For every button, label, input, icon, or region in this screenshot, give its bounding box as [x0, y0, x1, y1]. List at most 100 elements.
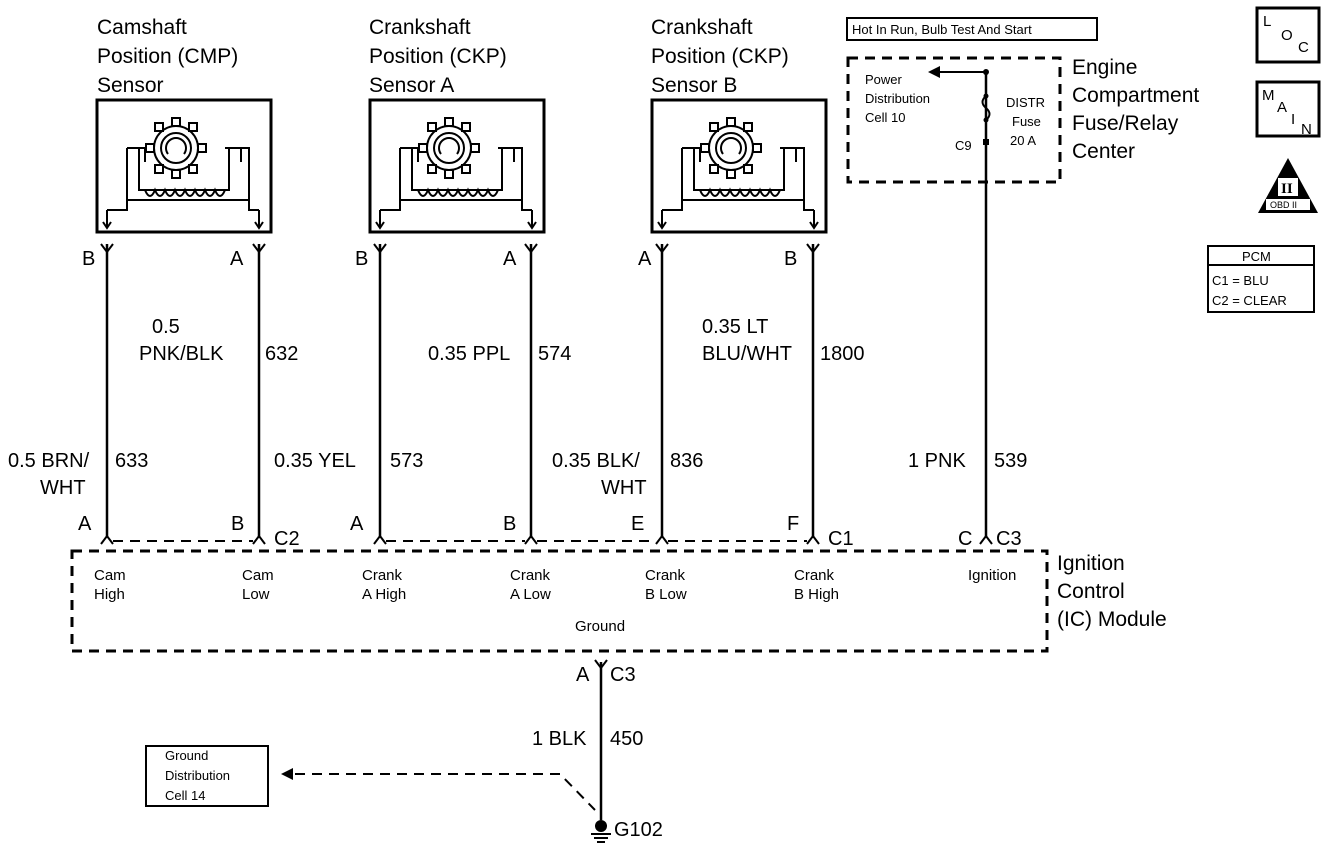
- ckp-a-sensor-title: Crankshaft Position (CKP) Sensor A: [369, 16, 507, 97]
- module-title: Ignition Control (IC) Module: [1057, 552, 1167, 631]
- hot-in-run-label-box: [846, 17, 1098, 41]
- ground-point-dot: [595, 820, 607, 832]
- svg-text:M: M: [1262, 87, 1275, 104]
- svg-text:O: O: [1281, 27, 1293, 44]
- svg-text:OBD II: OBD II: [1270, 200, 1297, 210]
- svg-text:Control: Control: [1057, 580, 1125, 603]
- terminal-ground: Ground: [575, 618, 625, 635]
- reluctor-wheel-icon: [700, 117, 762, 179]
- wire-1800-circuit: 1800: [820, 343, 865, 365]
- wire-segments: [100, 72, 993, 820]
- fuse-icon: [981, 95, 991, 121]
- terminal-cam-high-l2: High: [94, 586, 125, 603]
- svg-text:Power: Power: [865, 72, 903, 87]
- svg-text:Sensor: Sensor: [97, 74, 164, 97]
- wire-836-color-2: WHT: [601, 477, 647, 499]
- svg-text:DISTR: DISTR: [1006, 95, 1045, 110]
- connector-c1: C1: [828, 528, 854, 550]
- ground-symbol-icon: [591, 833, 611, 843]
- wire-633-circuit: 633: [115, 450, 148, 472]
- main-badge-icon[interactable]: M A I N: [1255, 80, 1321, 138]
- terminal-crank-a-high-l1: Crank: [362, 567, 403, 584]
- pcm-connector-legend: PCM C1 = BLU C2 = CLEAR: [1207, 245, 1315, 313]
- terminal-cam-low-l2: Low: [242, 586, 270, 603]
- ckpa-pin-a: A: [503, 248, 517, 270]
- obd-ii-icon: II OBD II: [1258, 158, 1318, 213]
- reluctor-wheel-icon: [418, 117, 480, 179]
- svg-text:I: I: [1291, 111, 1295, 128]
- svg-text:A: A: [350, 513, 364, 535]
- module-pin-labels: A B C2 A B E F C1 C C3: [78, 513, 1022, 550]
- terminal-cam-high-l1: Cam: [94, 567, 126, 584]
- arrow-left-icon: [928, 66, 940, 78]
- svg-text:Sensor A: Sensor A: [369, 74, 454, 97]
- svg-text:B: B: [231, 513, 244, 535]
- wire-539-circuit: 539: [994, 450, 1027, 472]
- svg-text:Compartment: Compartment: [1072, 84, 1199, 107]
- svg-text:Fuse/Relay: Fuse/Relay: [1072, 112, 1179, 135]
- terminal-crank-a-low-l2: A Low: [510, 586, 551, 603]
- svg-text:C: C: [958, 528, 972, 550]
- svg-text:II: II: [1281, 181, 1293, 197]
- svg-text:C2 = CLEAR: C2 = CLEAR: [1212, 293, 1287, 308]
- ckp-a-sensor-box: [368, 98, 546, 234]
- terminal-crank-b-high-l1: Crank: [794, 567, 835, 584]
- ckpb-pin-a: A: [638, 248, 652, 270]
- ckp-b-sensor-box: [650, 98, 828, 234]
- wire-539-color: 1 PNK: [908, 450, 966, 472]
- sensor-coil-icon: [657, 147, 819, 230]
- wire-450-color: 1 BLK: [532, 728, 587, 750]
- svg-text:Crankshaft: Crankshaft: [369, 16, 471, 39]
- loc-badge-icon[interactable]: L O C: [1255, 6, 1321, 64]
- svg-text:Position (CMP): Position (CMP): [97, 45, 238, 68]
- svg-text:C: C: [1298, 39, 1309, 56]
- svg-text:Center: Center: [1072, 140, 1135, 163]
- wire-632-color-2: PNK/BLK: [139, 343, 224, 365]
- wire-labels: 0.5 PNK/BLK 632 0.35 PPL 574 0.35 LT BLU…: [8, 316, 1027, 750]
- cmp-pin-b: B: [82, 248, 95, 270]
- wire-1800-color-1: 0.35 LT: [702, 316, 768, 338]
- terminal-crank-a-high-l2: A High: [362, 586, 406, 603]
- wire-836-color-1: 0.35 BLK/: [552, 450, 640, 472]
- svg-text:20 A: 20 A: [1010, 133, 1036, 148]
- ckp-b-sensor-title: Crankshaft Position (CKP) Sensor B: [651, 16, 789, 97]
- ground-connector-c3: C3: [610, 664, 636, 686]
- ground-pin-a: A: [576, 664, 590, 686]
- terminal-crank-b-low-l1: Crank: [645, 567, 686, 584]
- wire-450-circuit: 450: [610, 728, 643, 750]
- svg-text:L: L: [1263, 13, 1271, 30]
- svg-text:Ground: Ground: [165, 748, 208, 763]
- hot-in-run-label: Hot In Run, Bulb Test And Start: [852, 22, 1032, 37]
- cmp-pin-a: A: [230, 248, 244, 270]
- svg-text:N: N: [1301, 121, 1312, 138]
- svg-text:Cell 14: Cell 14: [165, 788, 205, 803]
- svg-text:(IC) Module: (IC) Module: [1057, 608, 1167, 631]
- svg-text:Cell 10: Cell 10: [865, 110, 905, 125]
- wire-836-circuit: 836: [670, 450, 703, 472]
- wire-573-color: 0.35 YEL: [274, 450, 356, 472]
- svg-text:Sensor B: Sensor B: [651, 74, 737, 97]
- ground-section: A C3 G102 Ground Distribution Cell 14: [145, 664, 663, 843]
- svg-text:PCM: PCM: [1242, 249, 1271, 264]
- svg-text:Distribution: Distribution: [165, 768, 230, 783]
- arrow-left-icon: [281, 768, 293, 780]
- svg-text:Camshaft: Camshaft: [97, 16, 187, 39]
- ground-distribution-box: [145, 745, 269, 807]
- svg-text:A: A: [78, 513, 92, 535]
- connector-c2: C2: [274, 528, 300, 550]
- svg-text:E: E: [631, 513, 644, 535]
- svg-text:Position (CKP): Position (CKP): [369, 45, 507, 68]
- svg-text:Ignition: Ignition: [1057, 552, 1125, 575]
- ignition-control-module: Cam High Cam Low Crank A High Crank A Lo…: [70, 549, 1049, 653]
- sensor-coil-icon: [375, 147, 537, 230]
- ckpb-pin-b: B: [784, 248, 797, 270]
- wire-632-color-1: 0.5: [152, 316, 180, 338]
- connector-c9: C9: [955, 138, 972, 153]
- wire-574-color: 0.35 PPL: [428, 343, 510, 365]
- fuse-relay-center: Hot In Run, Bulb Test And Start Power Di…: [846, 17, 1199, 184]
- terminal-crank-b-high-l2: B High: [794, 586, 839, 603]
- wire-633-color-1: 0.5 BRN/: [8, 450, 90, 472]
- terminal-ignition: Ignition: [968, 567, 1016, 584]
- ckpa-pin-b: B: [355, 248, 368, 270]
